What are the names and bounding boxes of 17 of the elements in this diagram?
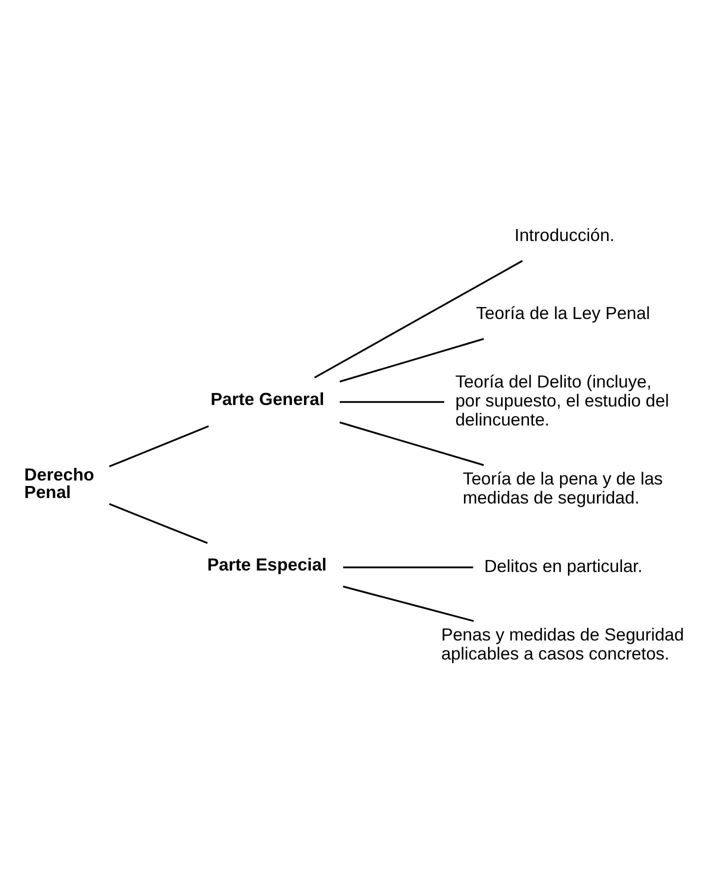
connector xyxy=(340,421,484,466)
connector xyxy=(342,585,474,622)
node-text: Derecho Penal xyxy=(24,464,94,502)
connector xyxy=(340,400,444,402)
connector xyxy=(109,424,209,467)
connector xyxy=(340,338,484,382)
connector xyxy=(343,566,474,568)
node-text: Delitos en particular. xyxy=(484,555,643,576)
node-text: Teoría de la Ley Penal xyxy=(476,302,650,323)
connector xyxy=(314,260,523,378)
node-text: Parte General xyxy=(210,388,324,409)
node-text: Parte Especial xyxy=(207,554,327,574)
connector xyxy=(109,502,208,544)
node-text: Teoría del Delito (incluye, por supuesto, el estudio del delincuente. xyxy=(455,371,669,429)
node-text: Teoría de la pena y de las medidas de seguridad. xyxy=(462,468,663,507)
node-text: Introducción. xyxy=(514,224,615,245)
node-text: Penas y medidas de Seguridad aplicables a casos concretos. xyxy=(441,624,684,663)
